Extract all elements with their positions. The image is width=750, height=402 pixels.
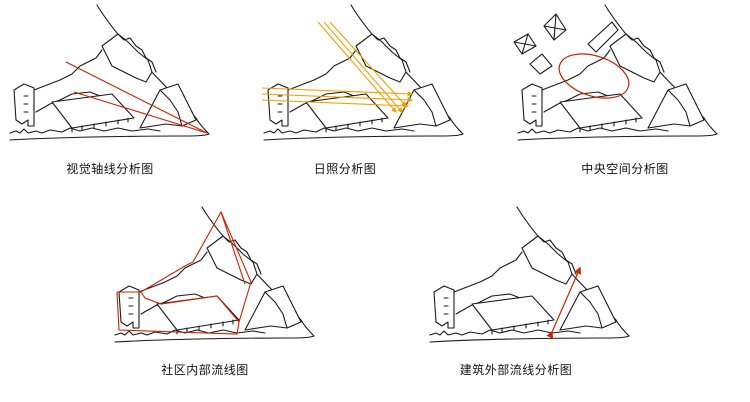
pavilion-roof (587, 21, 619, 53)
internal-circulation-path (116, 210, 252, 335)
panel-visual-axis (9, 4, 210, 141)
panel-internal-circulation (114, 206, 315, 343)
external-circulation-arrow (546, 266, 581, 339)
panel-central-space (513, 4, 718, 141)
panel-caption: 视觉轴线分析图 (66, 162, 154, 176)
central-space-ellipse (558, 53, 630, 99)
visual-axis-line (65, 61, 208, 134)
panel-caption: 社区内部流线图 (161, 363, 249, 377)
sun-ray-group (261, 21, 414, 113)
panel-caption: 日照分析图 (313, 162, 377, 176)
panel-external-circulation (429, 206, 630, 343)
visual-axis-line (73, 91, 208, 134)
panel-caption: 建筑外部流线分析图 (459, 363, 573, 377)
panel-caption: 中央空间分析图 (581, 162, 669, 176)
panel-sunlight (261, 4, 464, 141)
pavilion-roof (529, 53, 553, 75)
